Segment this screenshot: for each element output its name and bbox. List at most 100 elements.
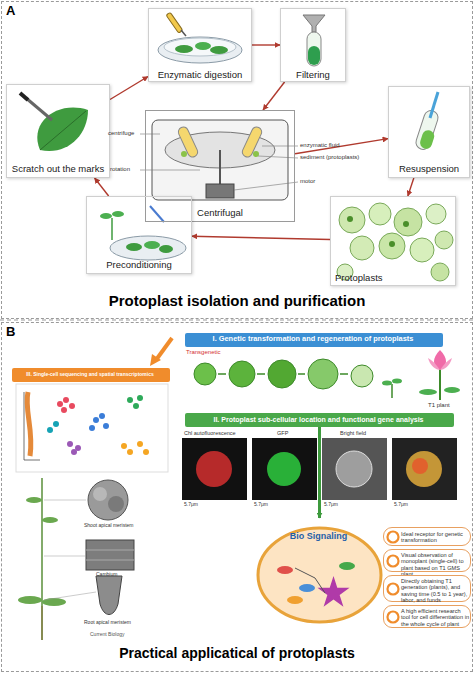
umap-plot-part bbox=[67, 441, 81, 455]
node-label: Centrifugal bbox=[146, 208, 294, 219]
centrifuge-icon-part bbox=[258, 156, 298, 158]
signal-path bbox=[295, 568, 325, 593]
filter-tube-icon-part bbox=[308, 46, 320, 65]
regeneration-stages-part bbox=[268, 360, 296, 388]
node-label: II. Protoplast sub-cellular location and… bbox=[185, 416, 452, 424]
preconditioning-dish-icon-part bbox=[126, 243, 142, 251]
resuspension-tube-icon bbox=[414, 92, 440, 151]
flow-arrow bbox=[263, 82, 285, 110]
regeneration-stages bbox=[194, 359, 402, 398]
microscopy-images-part bbox=[267, 452, 301, 486]
leaf-icon-part bbox=[26, 98, 52, 120]
bullet-ring bbox=[388, 555, 399, 566]
node-label: A high efficient research tool for cell … bbox=[401, 608, 469, 627]
microscopy-images-part bbox=[322, 438, 387, 500]
umap-plot-part-part bbox=[127, 397, 133, 403]
figure-label: GFP bbox=[277, 430, 288, 436]
cell-ellipse: Bio Signaling bbox=[255, 518, 384, 624]
centrifuge-icon-part bbox=[140, 134, 160, 135]
preconditioning-dish-icon-part bbox=[159, 245, 173, 253]
figure-label: enzymatic fluid bbox=[300, 142, 340, 149]
lotus-plant-icon-part bbox=[440, 358, 452, 370]
umap-plot-part-part bbox=[143, 449, 149, 455]
umap-plot-part bbox=[121, 441, 149, 455]
step-box: Centrifugal bbox=[145, 110, 295, 222]
umap-plot-part-part bbox=[137, 441, 143, 447]
node-label: III. Single-cell sequencing and spatial … bbox=[12, 372, 168, 378]
figure-label: rotation bbox=[110, 166, 130, 173]
petri-dish-icon-part bbox=[195, 42, 211, 50]
petri-dish-icon-part bbox=[164, 38, 236, 56]
bullet-circle bbox=[386, 610, 400, 624]
plant-illustration-part bbox=[42, 606, 43, 640]
regeneration-stages-part bbox=[351, 365, 373, 387]
centrifuge-icon-part bbox=[140, 170, 200, 171]
step-box: Scratch out the marks bbox=[6, 84, 110, 178]
protoplast-cells-part bbox=[426, 204, 446, 224]
plant-illustration-part bbox=[42, 517, 58, 523]
regeneration-stages-part bbox=[382, 381, 392, 386]
node-label: Ideal receptor for genetic transformatio… bbox=[401, 531, 469, 544]
umap-plot-part-part bbox=[137, 395, 143, 401]
umap-plot-part bbox=[16, 384, 168, 472]
lotus-plant-icon-part bbox=[419, 389, 437, 395]
lotus-plant-icon-part bbox=[428, 358, 440, 370]
umap-plot-part-part bbox=[71, 449, 77, 455]
feature-item: Directly obtaining T1 generation (plants… bbox=[383, 575, 471, 602]
lotus-plant-icon-part bbox=[444, 387, 460, 393]
plant-illustration-part bbox=[96, 576, 122, 615]
plant-illustration-part bbox=[93, 487, 107, 501]
leaf-icon-part bbox=[20, 93, 28, 100]
figure-label: Current Biology bbox=[90, 632, 124, 638]
feature-item: A high efficient research tool for cell … bbox=[383, 605, 471, 628]
centrifuge-icon-part bbox=[206, 184, 234, 198]
protoplast-cells-part bbox=[435, 231, 453, 249]
protoplast-cells-part bbox=[431, 263, 449, 281]
centrifuge-icon-part bbox=[177, 125, 200, 158]
umap-plot-part bbox=[57, 397, 75, 413]
bullet-circle bbox=[386, 582, 400, 596]
flow-arrow bbox=[252, 44, 280, 45]
plant-illustration-part bbox=[26, 497, 42, 503]
centrifuge-icon-part bbox=[219, 150, 221, 186]
panel-box: AProtoplast isolation and purificationEn… bbox=[1, 1, 473, 319]
umap-plot-part-part bbox=[61, 407, 67, 413]
microscopy-images bbox=[182, 438, 457, 500]
microscopy-images-part bbox=[252, 438, 317, 500]
flow-arrow bbox=[408, 178, 414, 196]
node-label: Enzymatic digestion bbox=[149, 70, 251, 81]
filter-tube-icon-part bbox=[303, 15, 325, 32]
umap-plot-part-part bbox=[53, 421, 59, 427]
centrifuge-icon-part bbox=[181, 151, 187, 157]
regeneration-stages-part bbox=[308, 359, 338, 389]
flow-arrow bbox=[295, 139, 388, 154]
centrifuge-icon-part bbox=[262, 146, 298, 147]
umap-plot-part-part bbox=[67, 441, 73, 447]
organelle-symbol bbox=[339, 562, 355, 570]
protoplast-cells-part bbox=[403, 221, 409, 227]
flow-arrow bbox=[192, 236, 330, 239]
centrifuge-icon-part bbox=[234, 182, 298, 190]
step-box: Preconditioning bbox=[86, 196, 192, 274]
centrifuge-icon bbox=[140, 120, 298, 200]
orange-pointer-arrow-part bbox=[150, 354, 161, 366]
dropper-icon-part bbox=[181, 30, 186, 36]
resuspension-tube-icon-part bbox=[430, 92, 438, 118]
panel-divider bbox=[0, 320, 474, 321]
panel-letter: B bbox=[6, 325, 15, 340]
flow-arrow bbox=[110, 76, 148, 99]
figure-label: T1 plant bbox=[428, 402, 450, 409]
umap-plot-part-part bbox=[47, 427, 53, 433]
protoplast-cells-part bbox=[347, 216, 353, 222]
figure-label: motor bbox=[300, 178, 315, 185]
umap-plot-part-part bbox=[133, 403, 139, 409]
protoplast-cells-part bbox=[379, 233, 405, 259]
figure-label: 5.7μm bbox=[324, 502, 338, 508]
node-label: I. Genetic transformation and regenerati… bbox=[185, 335, 441, 344]
section-banner: I. Genetic transformation and regenerati… bbox=[185, 333, 443, 347]
panel-box: BPractical applicatical of protoplastsI.… bbox=[1, 322, 473, 672]
regeneration-stages-part bbox=[194, 363, 216, 385]
regeneration-stages-part bbox=[229, 361, 255, 387]
regeneration-stages-part bbox=[392, 379, 402, 384]
